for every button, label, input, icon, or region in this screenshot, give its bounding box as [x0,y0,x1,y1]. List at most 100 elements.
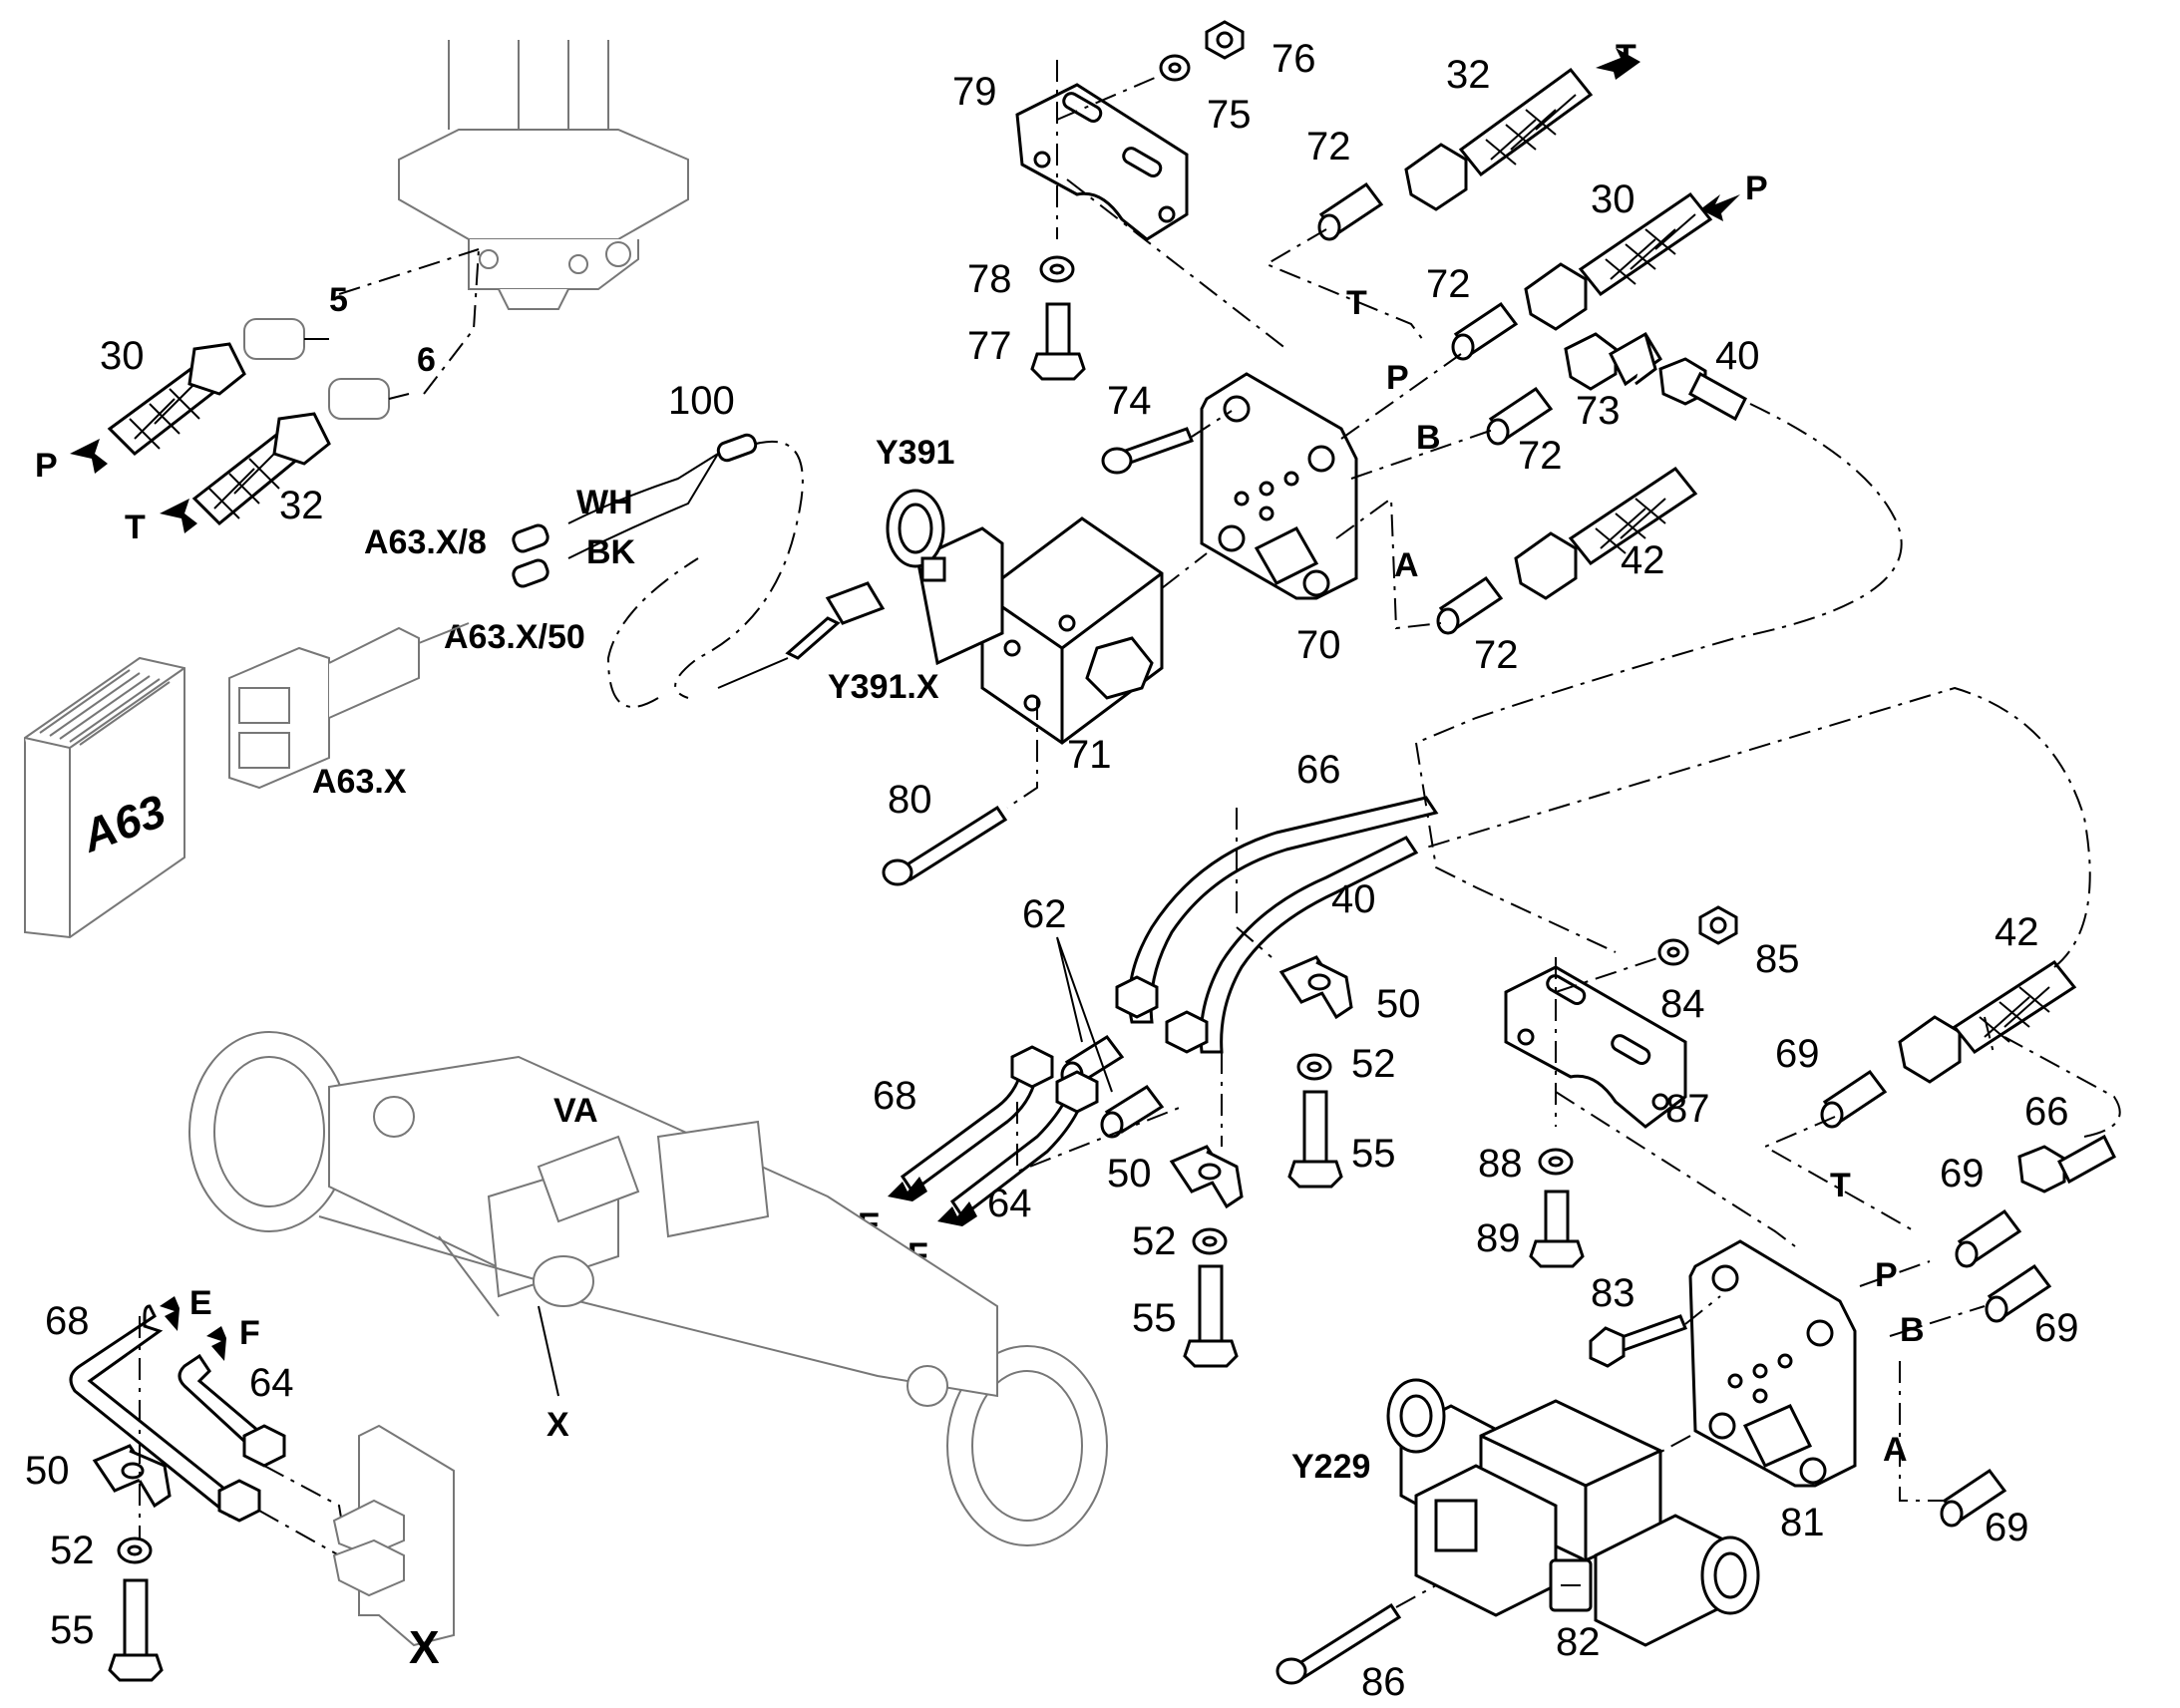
port-b-plate81: B [1900,1311,1925,1349]
port-a-plate81: A [1883,1431,1908,1469]
hose-30-left [107,342,246,456]
callout-82: 82 [1556,1620,1601,1664]
callout-52-mid-top: 52 [1351,1042,1396,1086]
callout-72-b: 72 [1518,434,1563,478]
callout-40-top: 40 [1715,334,1760,378]
washer-75 [1159,54,1191,82]
callout-76: 76 [1272,37,1316,81]
port-t-top: T [1616,38,1636,76]
elbow-73 [1564,331,1662,391]
callout-78: 78 [967,257,1012,301]
callout-55-mid-top: 55 [1351,1132,1396,1176]
fitting-69-b [1985,1263,2052,1323]
wire-color-bk: BK [586,533,636,571]
port-e-detail: E [189,1284,212,1322]
hose-30-top [1524,191,1713,331]
detail-x-title: X [409,1621,440,1673]
bolt-77 [1030,302,1086,381]
mounting-plate-81 [1688,1239,1857,1488]
nut-66-mid-a [1115,975,1159,1019]
callout-70: 70 [1296,623,1341,667]
callout-84: 84 [1660,982,1705,1026]
callout-66-right: 66 [2024,1090,2069,1134]
callout-69-t: 69 [1775,1032,1820,1076]
detail-marker-x: X [546,1406,569,1444]
solenoid-valve-82 [1386,1378,1760,1647]
nut-76 [1205,20,1245,60]
detail-x-washer-52 [117,1537,153,1564]
mounting-plate-70 [1200,372,1358,600]
wire-color-wh: WH [576,484,633,521]
callout-32-left: 32 [279,484,324,527]
callout-62: 62 [1022,892,1067,936]
solenoid-label-y229: Y229 [1291,1448,1370,1486]
callout-69-p: 69 [1940,1152,1985,1196]
bolt-55-mid-bottom [1183,1264,1239,1368]
port-a-plate70: A [1394,546,1419,584]
bolt-80 [882,805,1008,886]
callout-42-top: 42 [1621,538,1665,582]
callout-74: 74 [1107,379,1152,423]
detail-x-bolt-55 [108,1578,164,1682]
arrow-f-detail-icon [206,1326,226,1361]
connector-label-y391x: Y391.X [828,668,939,706]
callout-69-a: 69 [1985,1506,2029,1549]
callout-30-left: 30 [100,334,145,378]
callout-77: 77 [967,324,1012,368]
tube-68-mid [900,1045,1054,1195]
port-p-plate81: P [1875,1256,1898,1294]
callout-66-mid: 66 [1296,748,1341,792]
callout-55-detail: 55 [50,1608,95,1652]
callout-68-detail: 68 [45,1299,90,1343]
callout-50-detail: 50 [25,1449,70,1493]
fitting-69-p [1955,1208,2022,1268]
axle-label-va: VA [553,1092,598,1130]
washer-52-mid-bottom [1192,1227,1228,1255]
fitting-5 [243,318,329,360]
fitting-6 [328,378,410,420]
tube-end-66-right [2017,1134,2116,1194]
arrow-p-top-icon [1700,194,1740,221]
detail-x-tube-64 [178,1353,286,1468]
callout-52-mid-bottom: 52 [1132,1219,1177,1263]
detail-x-axle-bracket [332,1424,455,1647]
callout-80: 80 [888,778,932,822]
callout-81: 81 [1780,1501,1825,1544]
arrow-p-left-icon [70,439,108,474]
detail-x-clip-50 [92,1444,172,1509]
arrow-f-mid-icon [937,1201,977,1226]
callout-89: 89 [1476,1216,1521,1260]
callout-100: 100 [668,379,735,423]
fitting-72-p [1451,301,1519,361]
arrow-e-mid-icon [888,1177,927,1201]
callout-68-mid: 68 [873,1074,917,1118]
solenoid-valve-71 [717,489,1164,745]
callout-71: 71 [1067,733,1112,777]
callout-42-right: 42 [1995,910,2039,954]
arrow-t-left-icon [160,499,197,533]
connector-label-a63x: A63.X [312,763,407,801]
callout-40-mid: 40 [1331,877,1376,921]
clip-50-mid-bottom [1169,1145,1244,1209]
tube-end-40-top [1658,357,1747,422]
callout-32-top: 32 [1446,53,1491,97]
nut-85 [1698,905,1738,945]
bolt-74 [1101,427,1194,475]
bolt-89 [1529,1190,1585,1268]
washer-52-mid-top [1296,1053,1332,1081]
callout-30-top: 30 [1591,177,1635,221]
port-t-left: T [125,509,146,546]
callout-50-mid-top: 50 [1376,982,1421,1026]
bracket-79 [1015,83,1189,241]
callout-88: 88 [1478,1142,1523,1186]
arrow-e-detail-icon [160,1296,180,1331]
callout-50-mid-bottom: 50 [1107,1152,1152,1196]
nut-66-mid-b [1165,1010,1209,1054]
hose-32-top [1404,67,1594,211]
bolt-55-mid-top [1287,1090,1343,1189]
connector-a63x [228,622,470,790]
hose-32-left [191,412,331,526]
callout-64-detail: 64 [249,1361,294,1405]
callout-64-mid: 64 [987,1182,1032,1225]
